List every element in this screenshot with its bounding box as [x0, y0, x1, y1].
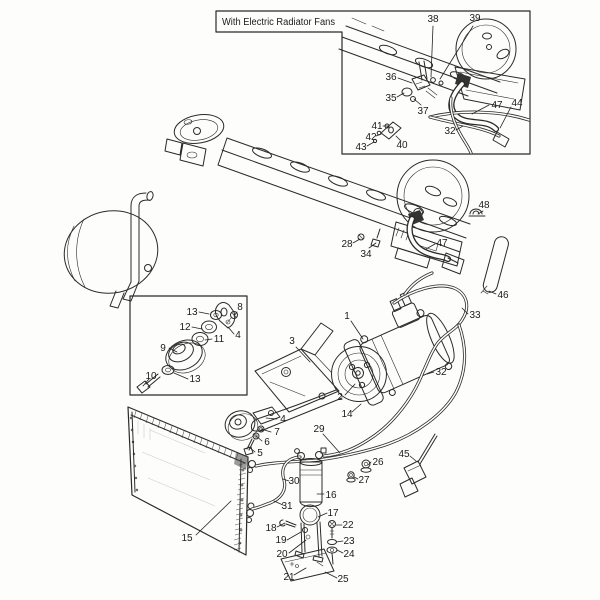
callout-41: 41 — [371, 121, 383, 132]
inset-title: With Electric Radiator Fans — [222, 17, 335, 28]
callout-32-inset: 32 — [444, 126, 456, 137]
inset-hoses — [430, 84, 529, 153]
callout-43: 43 — [355, 142, 367, 153]
callout-28: 28 — [341, 239, 353, 250]
callout-14: 14 — [341, 409, 353, 420]
callout-20: 20 — [276, 549, 288, 560]
callout-13b: 13 — [189, 374, 201, 385]
callout-47: 47 — [436, 238, 448, 249]
pulley-inset-box — [130, 296, 247, 395]
callout-31: 31 — [281, 501, 293, 512]
callout-40: 40 — [396, 140, 408, 151]
callout-47-inset: 47 — [491, 100, 503, 111]
callout-46: 46 — [497, 290, 509, 301]
callout-23: 23 — [343, 536, 355, 547]
vacuum-tank — [57, 191, 166, 308]
callout-8: 8 — [237, 302, 243, 313]
fan-inset-box: With Electric Radiator Fans — [216, 11, 530, 154]
callout-1: 1 — [344, 311, 350, 322]
callout-27: 27 — [358, 475, 370, 486]
callout-32: 32 — [435, 367, 447, 378]
callout-13a: 13 — [186, 307, 198, 318]
receiver-drier — [295, 448, 326, 507]
callout-3: 3 — [289, 336, 295, 347]
callout-34: 34 — [360, 249, 372, 260]
callout-10: 10 — [145, 371, 157, 382]
thermal-sensor — [400, 434, 437, 497]
service-fittings — [347, 460, 371, 482]
callout-25: 25 — [337, 574, 349, 585]
callout-37: 37 — [417, 106, 429, 117]
callout-16: 16 — [325, 490, 337, 501]
clamp-hardware — [280, 520, 337, 564]
callout-44: 44 — [511, 98, 523, 109]
callout-26: 26 — [372, 457, 384, 468]
callout-21: 21 — [283, 572, 295, 583]
callout-35: 35 — [385, 93, 397, 104]
callout-17: 17 — [327, 508, 339, 519]
callout-38: 38 — [427, 14, 439, 25]
callout-2: 2 — [337, 392, 343, 403]
callout-labels: 38 39 36 35 37 41 42 43 40 47 44 32 13 8… — [145, 13, 523, 585]
main-crossmember — [165, 111, 485, 268]
hose-lines — [252, 219, 467, 509]
callout-11: 11 — [214, 334, 225, 345]
callout-5: 5 — [257, 448, 263, 459]
callout-30: 30 — [288, 476, 300, 487]
callout-39: 39 — [469, 13, 481, 24]
callout-22: 22 — [342, 520, 354, 531]
callout-33: 33 — [469, 310, 481, 321]
inset-fitting-cluster — [402, 61, 443, 102]
mount-plate — [281, 549, 334, 581]
inset-crossmember — [339, 18, 500, 96]
callout-29: 29 — [313, 424, 325, 435]
callout-24: 24 — [343, 549, 355, 560]
compressor-assembly — [251, 283, 462, 431]
inset-fan-motor — [455, 19, 525, 110]
drier-clamp — [295, 505, 323, 562]
leader-lines — [143, 26, 511, 578]
callout-42: 42 — [365, 132, 377, 143]
callout-9: 9 — [160, 343, 166, 354]
callout-6: 6 — [264, 437, 270, 448]
callout-18: 18 — [265, 523, 277, 534]
callout-7: 7 — [274, 427, 280, 438]
callout-15: 15 — [181, 533, 193, 544]
callout-48: 48 — [478, 200, 490, 211]
sleeve-tube — [481, 235, 510, 294]
callout-45: 45 — [398, 449, 410, 460]
callout-19: 19 — [275, 535, 287, 546]
idler-pulley-assembly — [222, 407, 280, 455]
callout-36: 36 — [385, 72, 397, 83]
callout-4: 4 — [280, 414, 286, 425]
callout-4-inset: 4 — [235, 330, 241, 341]
callout-12: 12 — [179, 322, 191, 333]
condenser — [128, 407, 256, 555]
